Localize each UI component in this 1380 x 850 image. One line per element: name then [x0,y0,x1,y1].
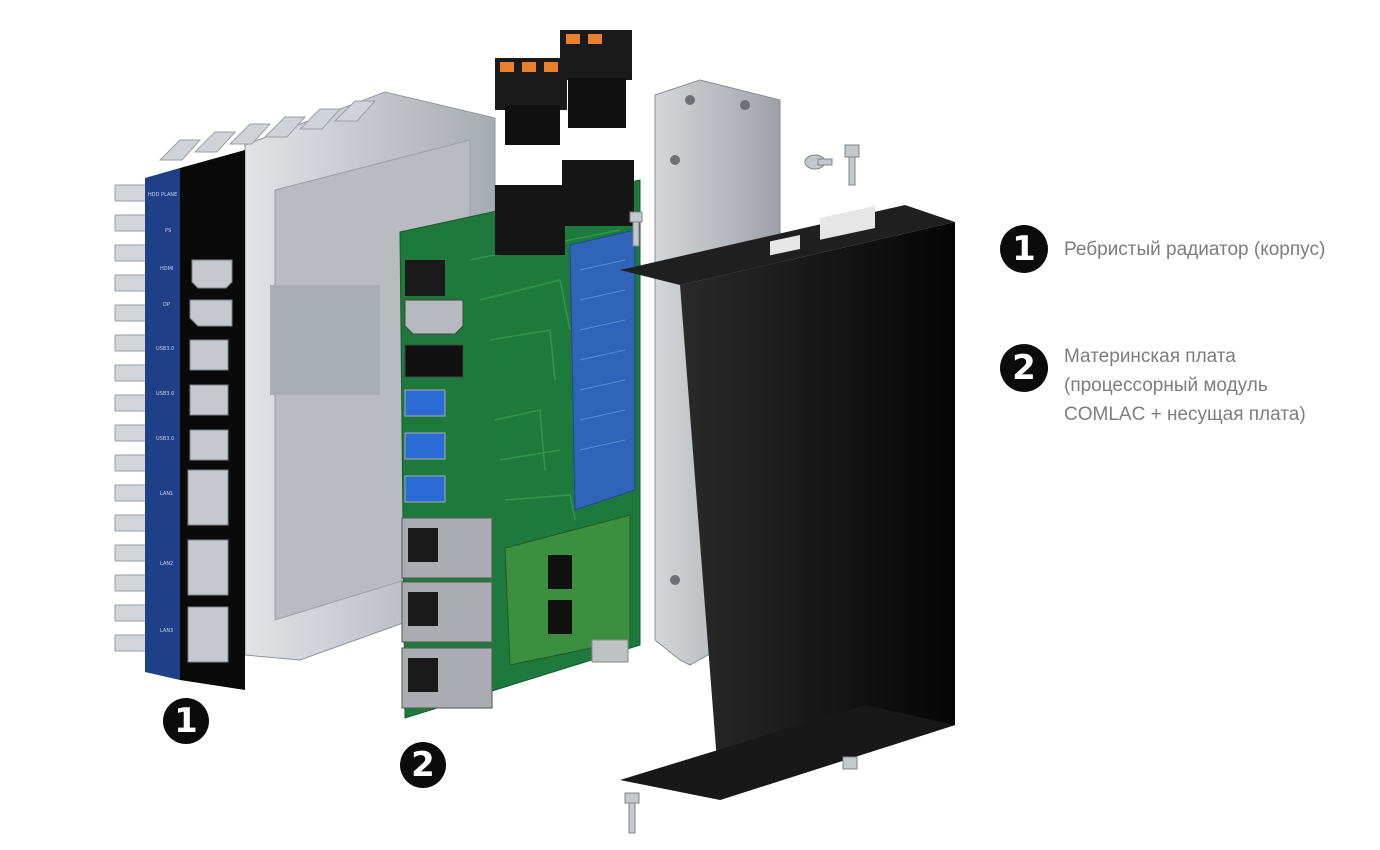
screw-icon [804,154,833,170]
screws [624,144,860,834]
usb-port-icon [189,384,229,416]
legend-badge-1: 1 [1000,225,1048,273]
heatsink-top-fins [158,100,377,161]
bracket-clip [591,639,629,663]
legend-label-heatsink: Ребристый радиатор (корпус) [1064,239,1326,260]
cover-cutout [770,234,800,256]
heatsink-boss [270,285,380,395]
terminal-block-connectors [495,30,632,145]
terminal-block-icon [560,30,632,128]
ethernet-port-icon [187,469,229,526]
power-connector [495,185,565,255]
mezzanine-chip [548,555,572,589]
bracket-hole [740,100,750,110]
cover-bottom-flange [620,705,955,800]
screw-icon [624,792,640,834]
bracket-hole [670,575,680,585]
cover-cutout [820,206,875,240]
cover-side [680,222,955,800]
panel-label: USB3.0 [156,436,174,442]
usb-port-icon [404,432,446,460]
mezzanine-chip [548,600,572,634]
cpu-module [569,229,636,511]
usb-port-icon [404,475,446,503]
screw-icon [842,756,858,770]
callout-badge-1: 1 [163,698,209,744]
panel-label: HDD PLANE [148,192,177,198]
board-io-ports [401,260,493,709]
panel-label: USB3.0 [156,346,174,352]
ethernet-port-icon [187,539,229,596]
bracket-hole [670,155,680,165]
panel-label: LAN1 [160,491,173,497]
power-jack [405,260,445,296]
hdmi-port-icon [191,259,233,289]
bezel-port-cutouts [187,259,233,663]
screw-icon [629,211,643,247]
enclosure-cover [620,205,955,800]
panel-labels: HDD PLANE PS HDMI DP USB3.0 USB3.0 USB3.… [148,192,177,634]
heatsink-side-fins [114,184,149,652]
panel-label: LAN3 [160,628,173,634]
front-label-strip [145,168,180,680]
ethernet-port-icon [187,606,229,663]
displayport-icon [404,344,464,378]
legend-badge-2: 2 [1000,344,1048,392]
bracket-hole [685,95,695,105]
usb-port-icon [404,389,446,417]
usb-port-icon [189,339,229,371]
panel-label: USB3.0 [156,391,174,397]
terminal-block-icon [495,58,567,145]
panel-label: LAN2 [160,561,173,567]
panel-label: PS [165,228,171,234]
power-connector [562,160,634,226]
panel-label: HDMI [160,266,173,272]
panel-label: DP [163,302,170,308]
callout-badge-2: 2 [400,742,446,788]
hdmi-port-icon [404,299,464,335]
displayport-icon [189,299,233,327]
cpu-module-traces [579,259,626,451]
legend-label-motherboard: Материнская плата (процессорный модуль C… [1064,346,1306,425]
mezzanine-card [504,514,631,666]
usb-port-icon [189,429,229,461]
screw-icon [844,144,860,186]
motherboard-assembly [399,160,641,719]
